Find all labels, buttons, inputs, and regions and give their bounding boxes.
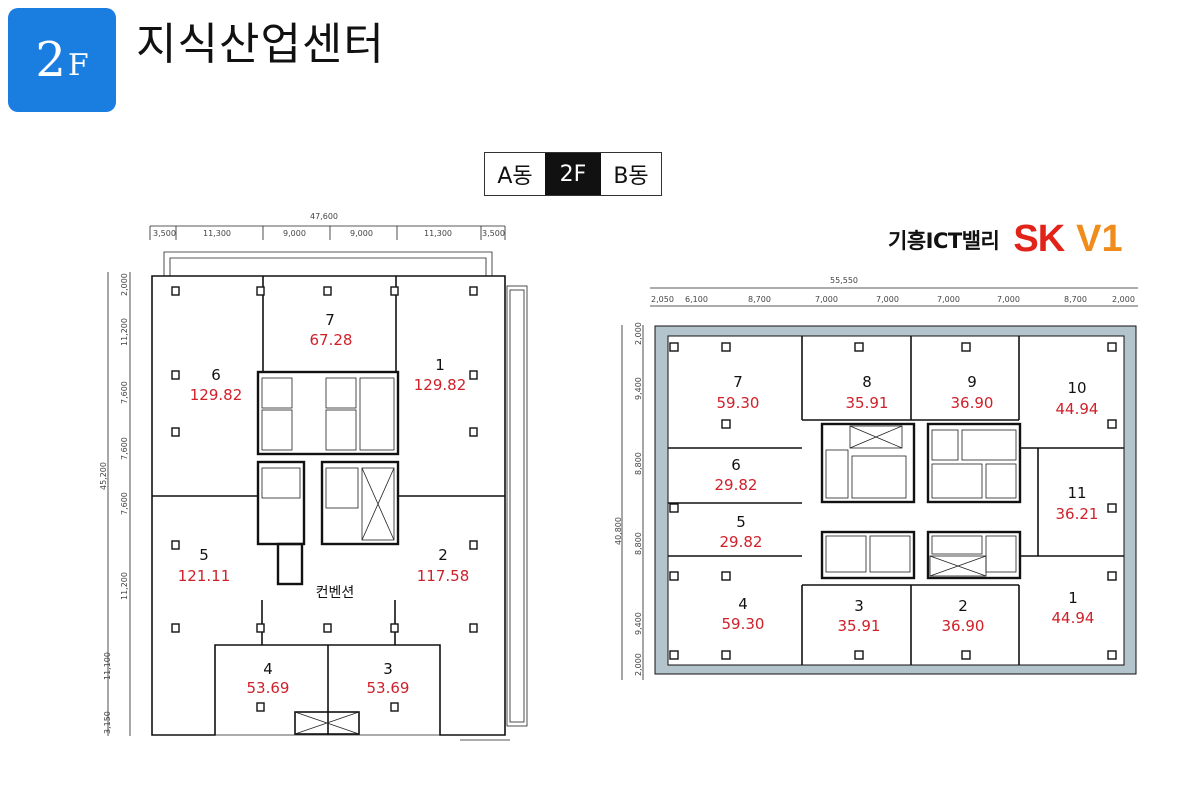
floor-suffix: F xyxy=(67,47,89,83)
plan-b-unit-4-area: 59.30 xyxy=(722,615,765,633)
plan-b-top-dim-2: 8,700 xyxy=(748,295,771,304)
plan-b-top-dim-5: 7,000 xyxy=(937,295,960,304)
plan-b-unit-5-num: 5 xyxy=(736,513,746,531)
plan-a-side-dim-4: 7,600 xyxy=(120,492,129,515)
plan-a-side-dim-1: 11,200 xyxy=(120,318,129,346)
plan-a-unit-1-num: 1 xyxy=(435,356,445,374)
brand-label: 기흥ICT밸리 xyxy=(888,228,1000,253)
plan-a-top-dim-0: 3,500 xyxy=(153,229,176,238)
plan-a-top-dim-2: 9,000 xyxy=(283,229,306,238)
plan-b-unit-3-area: 35.91 xyxy=(838,617,881,635)
plan-a-unit-7-area: 67.28 xyxy=(310,331,353,349)
brand-logo: 기흥ICT밸리 SK V1 xyxy=(888,218,1123,261)
plan-b-side-dims: 2,000 9,400 8,800 8,800 9,400 2,000 xyxy=(634,322,643,676)
plan-a-side-dims: 2,000 11,200 7,600 7,600 7,600 11,200 11… xyxy=(103,273,129,734)
plan-b-top-dim-4: 7,000 xyxy=(876,295,899,304)
plan-a-unit-3-area: 53.69 xyxy=(367,679,410,697)
floor-number: 2 xyxy=(35,32,66,88)
plan-a-side-dim-0: 2,000 xyxy=(120,273,129,296)
plan-a-unit-4-num: 4 xyxy=(263,660,273,678)
plan-b-side-dim-5: 2,000 xyxy=(634,653,643,676)
floor-plan-b: 55,550 2,050 6,100 8,700 7,000 7,000 7,0… xyxy=(614,276,1138,680)
plan-b-unit-2-area: 36.90 xyxy=(942,617,985,635)
sk-logo: SK xyxy=(1013,218,1065,260)
plan-b-unit-2-num: 2 xyxy=(958,597,968,615)
current-floor-tab[interactable]: 2F xyxy=(545,153,601,195)
plan-a-side-dim-7: 3,150 xyxy=(103,711,112,734)
plan-a-unit-7-num: 7 xyxy=(325,311,335,329)
plan-b-side-dim-4: 9,400 xyxy=(634,612,643,635)
plan-b-columns xyxy=(669,342,1117,660)
plan-a-unit-3-num: 3 xyxy=(383,660,393,678)
plan-a-side-dim-3: 7,600 xyxy=(120,437,129,460)
plan-b-unit-7-area: 59.30 xyxy=(717,394,760,412)
plan-a-unit-2-num: 2 xyxy=(438,546,448,564)
plan-b-unit-6-area: 29.82 xyxy=(715,476,758,494)
plan-a-top-dim-3: 9,000 xyxy=(350,229,373,238)
plan-b-top-dim-7: 8,700 xyxy=(1064,295,1087,304)
plan-b-unit-9-area: 36.90 xyxy=(951,394,994,412)
plan-b-top-dims: 2,050 6,100 8,700 7,000 7,000 7,000 7,00… xyxy=(651,295,1135,304)
plan-b-top-dim-1: 6,100 xyxy=(685,295,708,304)
plan-b-unit-5-area: 29.82 xyxy=(720,533,763,551)
plan-a-unit-4-area: 53.69 xyxy=(247,679,290,697)
plan-a-unit-1-area: 129.82 xyxy=(414,376,467,394)
plan-b-unit-11-num: 11 xyxy=(1067,484,1086,502)
plan-a-columns xyxy=(171,286,478,712)
plan-a-top-dim-1: 11,300 xyxy=(203,229,231,238)
plan-b-top-dim-3: 7,000 xyxy=(815,295,838,304)
plan-b-unit-1-area: 44.94 xyxy=(1052,609,1095,627)
page-title: 지식산업센터 xyxy=(136,19,385,70)
plan-b-unit-8-num: 8 xyxy=(862,373,872,391)
building-switcher: A동 2F B동 xyxy=(484,152,662,196)
floor-plan-a: 47,600 3,500 11,300 9,000 9,000 11,300 3… xyxy=(99,212,528,741)
plan-b-unit-11-area: 36.21 xyxy=(1056,505,1099,523)
plan-a-total-width: 47,600 xyxy=(310,212,338,221)
plan-a-side-total: 45,200 xyxy=(99,462,108,490)
plan-b-total-width: 55,550 xyxy=(830,276,858,285)
building-b-tab[interactable]: B동 xyxy=(601,153,661,195)
plan-a-unit-6-area: 129.82 xyxy=(190,386,243,404)
plan-a-side-dim-2: 7,600 xyxy=(120,381,129,404)
v1-logo: V1 xyxy=(1076,218,1123,260)
plan-b-side-dim-2: 8,800 xyxy=(634,452,643,475)
plan-b-side-total: 40,800 xyxy=(614,517,623,545)
plan-b-top-dim-0: 2,050 xyxy=(651,295,674,304)
plan-b-unit-1-num: 1 xyxy=(1068,589,1078,607)
plan-a-top-dim-4: 11,300 xyxy=(424,229,452,238)
plan-a-unit-2-area: 117.58 xyxy=(417,567,470,585)
plan-b-side-dim-3: 8,800 xyxy=(634,532,643,555)
plan-b-side-dim-0: 2,000 xyxy=(634,322,643,345)
plan-a-unit-5-area: 121.11 xyxy=(178,567,231,585)
plan-a-unit-5-num: 5 xyxy=(199,546,209,564)
plan-b-unit-7-num: 7 xyxy=(733,373,743,391)
building-a-tab[interactable]: A동 xyxy=(485,153,545,195)
plan-a-top-dim-5: 3,500 xyxy=(482,229,505,238)
plan-b-top-dim-6: 7,000 xyxy=(997,295,1020,304)
plan-b-unit-10-num: 10 xyxy=(1067,379,1086,397)
plan-b-unit-10-area: 44.94 xyxy=(1056,400,1099,418)
plan-b-unit-9-num: 9 xyxy=(967,373,977,391)
plan-b-unit-3-num: 3 xyxy=(854,597,864,615)
plan-b-unit-4-num: 4 xyxy=(738,595,748,613)
plan-a-side-dim-5: 11,200 xyxy=(120,572,129,600)
plan-a-convention-label: 컨벤션 xyxy=(316,585,355,601)
plan-a-side-dim-6: 11,100 xyxy=(103,652,112,680)
plan-a-unit-6-num: 6 xyxy=(211,366,221,384)
plan-a-top-dims: 3,500 11,300 9,000 9,000 11,300 3,500 xyxy=(149,226,506,240)
plan-b-top-dim-8: 2,000 xyxy=(1112,295,1135,304)
plan-b-side-dim-1: 9,400 xyxy=(634,377,643,400)
plan-b-unit-6-num: 6 xyxy=(731,456,741,474)
plan-b-unit-8-area: 35.91 xyxy=(846,394,889,412)
